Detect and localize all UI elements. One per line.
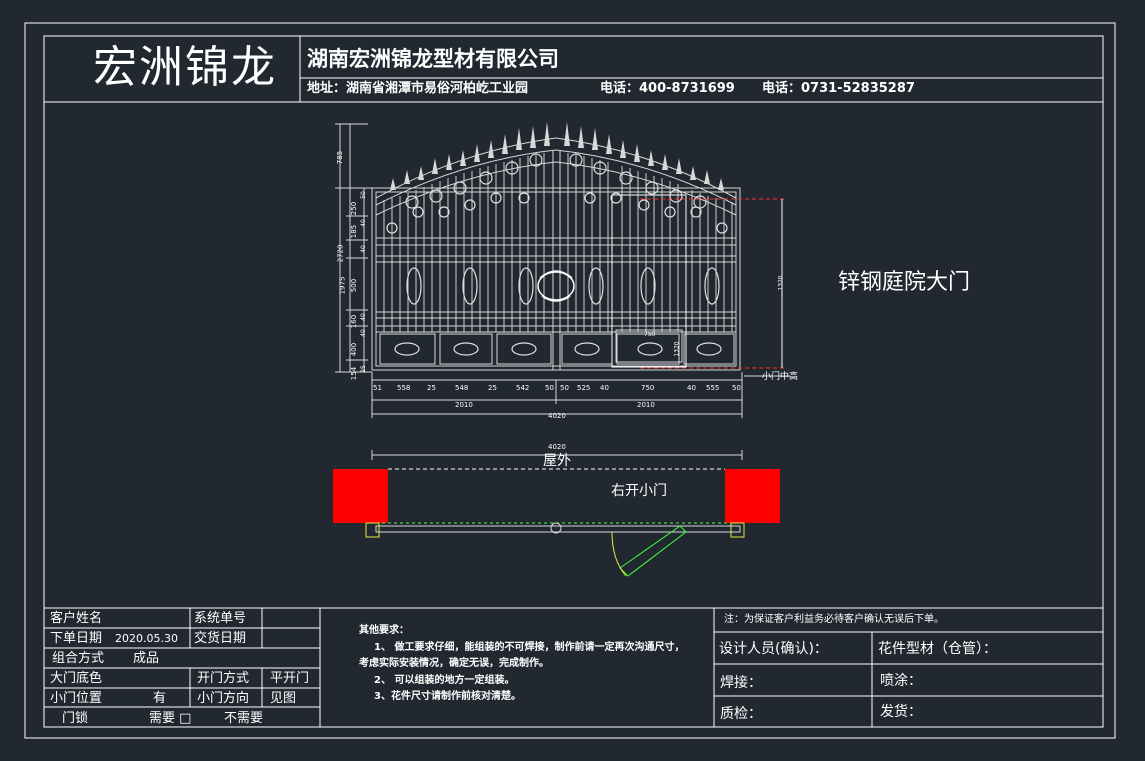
left-pillar [333, 469, 388, 523]
shipping-label: 发货： [880, 704, 922, 720]
brand-logo: 宏洲锦龙 [93, 42, 277, 93]
phone-2: 电话：0731-52835287 [762, 81, 915, 96]
dim-bottom-10: 40 [600, 384, 609, 392]
lock-label: 门锁 [62, 711, 89, 726]
lion-emblem-icon [537, 270, 575, 302]
dim-left-5: 400 [350, 342, 359, 357]
dim-bottom-12: 40 [687, 384, 696, 392]
dim-left-small-6: 25 [359, 365, 367, 373]
company-address: 地址：湖南省湘潭市易俗河柏屹工业园 [307, 81, 529, 96]
dim-bottom-3: 25 [427, 384, 436, 392]
dim-left-3: 500 [350, 278, 359, 293]
delivery-date-label: 交货日期 [194, 631, 247, 646]
dim-bottom-9: 525 [577, 384, 591, 392]
system-no-label: 系统单号 [194, 611, 247, 626]
gate-color-label: 大门底色 [50, 671, 103, 686]
spraying-label: 喷涂： [880, 673, 922, 689]
dim-bottom-1: 51 [373, 384, 382, 392]
dim-bottom-5: 25 [488, 384, 497, 392]
requirement-3: 3、花件尺寸请制作前核对清楚。 [374, 691, 521, 702]
small-door-pos-value: 有 [153, 691, 167, 706]
small-door-pos-label: 小门位置 [50, 691, 103, 706]
dim-left-2: 185 [350, 224, 359, 239]
dim-left-small-3: 40 [359, 245, 367, 253]
dim-left-small-1: 50 [359, 191, 367, 199]
lock-noneed-option[interactable]: 不需要 [224, 711, 264, 726]
signoff-note: 注：为保证客户利益务必待客户确认无误后下单。 [724, 614, 944, 625]
dim-top-height: 785 [336, 150, 345, 165]
dim-left-small-5: 40 [359, 329, 367, 337]
welding-label: 焊接： [720, 675, 762, 691]
order-date-value: 2020.05.30 [115, 632, 178, 645]
dim-left-6: 154 [350, 366, 359, 381]
requirements-title: 其他要求： [359, 625, 409, 636]
customer-name-label: 客户姓名 [50, 611, 103, 626]
company-name: 湖南宏洲锦龙型材有限公司 [307, 47, 559, 71]
dim-bottom-14: 50 [732, 384, 741, 392]
dim-half-right: 2010 [637, 401, 655, 409]
drawing-title: 锌钢庭院大门 [838, 270, 971, 295]
dim-small-door-width: 750 [644, 331, 656, 338]
dim-left-4: 160 [350, 314, 359, 329]
dim-small-door-height: 1320 [673, 341, 681, 357]
dim-total-height: 2720 [336, 244, 345, 263]
dim-bottom-8: 50 [560, 384, 569, 392]
plan-total-width: 4020 [548, 443, 566, 451]
small-door-dir-label: 小门方向 [197, 691, 250, 706]
small-door-center-note: 小门中高 [762, 372, 799, 382]
dim-left-small-4: 40 [359, 313, 367, 321]
phone-1: 电话：400-8731699 [600, 81, 735, 96]
plan-door-label: 右开小门 [611, 483, 667, 499]
open-mode-label: 开门方式 [197, 671, 250, 686]
right-pillar [725, 469, 780, 523]
plan-outside-label: 屋外 [543, 453, 571, 469]
dim-body-height: 1975 [338, 276, 347, 295]
dim-bottom-11: 750 [641, 384, 655, 392]
order-date-label: 下单日期 [50, 631, 103, 646]
dim-half-left: 2010 [455, 401, 473, 409]
small-door-dir-value: 见图 [270, 691, 297, 706]
dim-left-small-2: 40 [359, 219, 367, 227]
qc-label: 质检： [720, 706, 762, 722]
requirement-2: 2、 可以组装的地方一定组装。 [374, 675, 515, 686]
dim-bottom-6: 542 [516, 384, 530, 392]
dim-bottom-4: 548 [455, 384, 469, 392]
dim-bottom-13: 555 [706, 384, 720, 392]
lock-need-option[interactable]: 需要 □ [149, 711, 192, 726]
dim-left-1: 250 [350, 201, 359, 216]
combination-value: 成品 [133, 651, 160, 666]
dim-bottom-2: 558 [397, 384, 411, 392]
dim-total-width: 4020 [548, 412, 566, 420]
open-mode-value: 平开门 [270, 671, 310, 686]
combination-label: 组合方式 [52, 651, 105, 666]
dim-right-height: 1320 [777, 275, 785, 291]
requirement-1b: 考虑实际安装情况，确定无误，完成制作。 [359, 658, 549, 669]
designer-label: 设计人员(确认)： [719, 641, 828, 657]
material-label: 花件型材（仓管）： [878, 641, 997, 657]
dim-bottom-7: 50 [545, 384, 554, 392]
requirement-1: 1、 做工要求仔细，能组装的不可焊接，制作前请一定再次沟通尺寸， [374, 642, 685, 653]
